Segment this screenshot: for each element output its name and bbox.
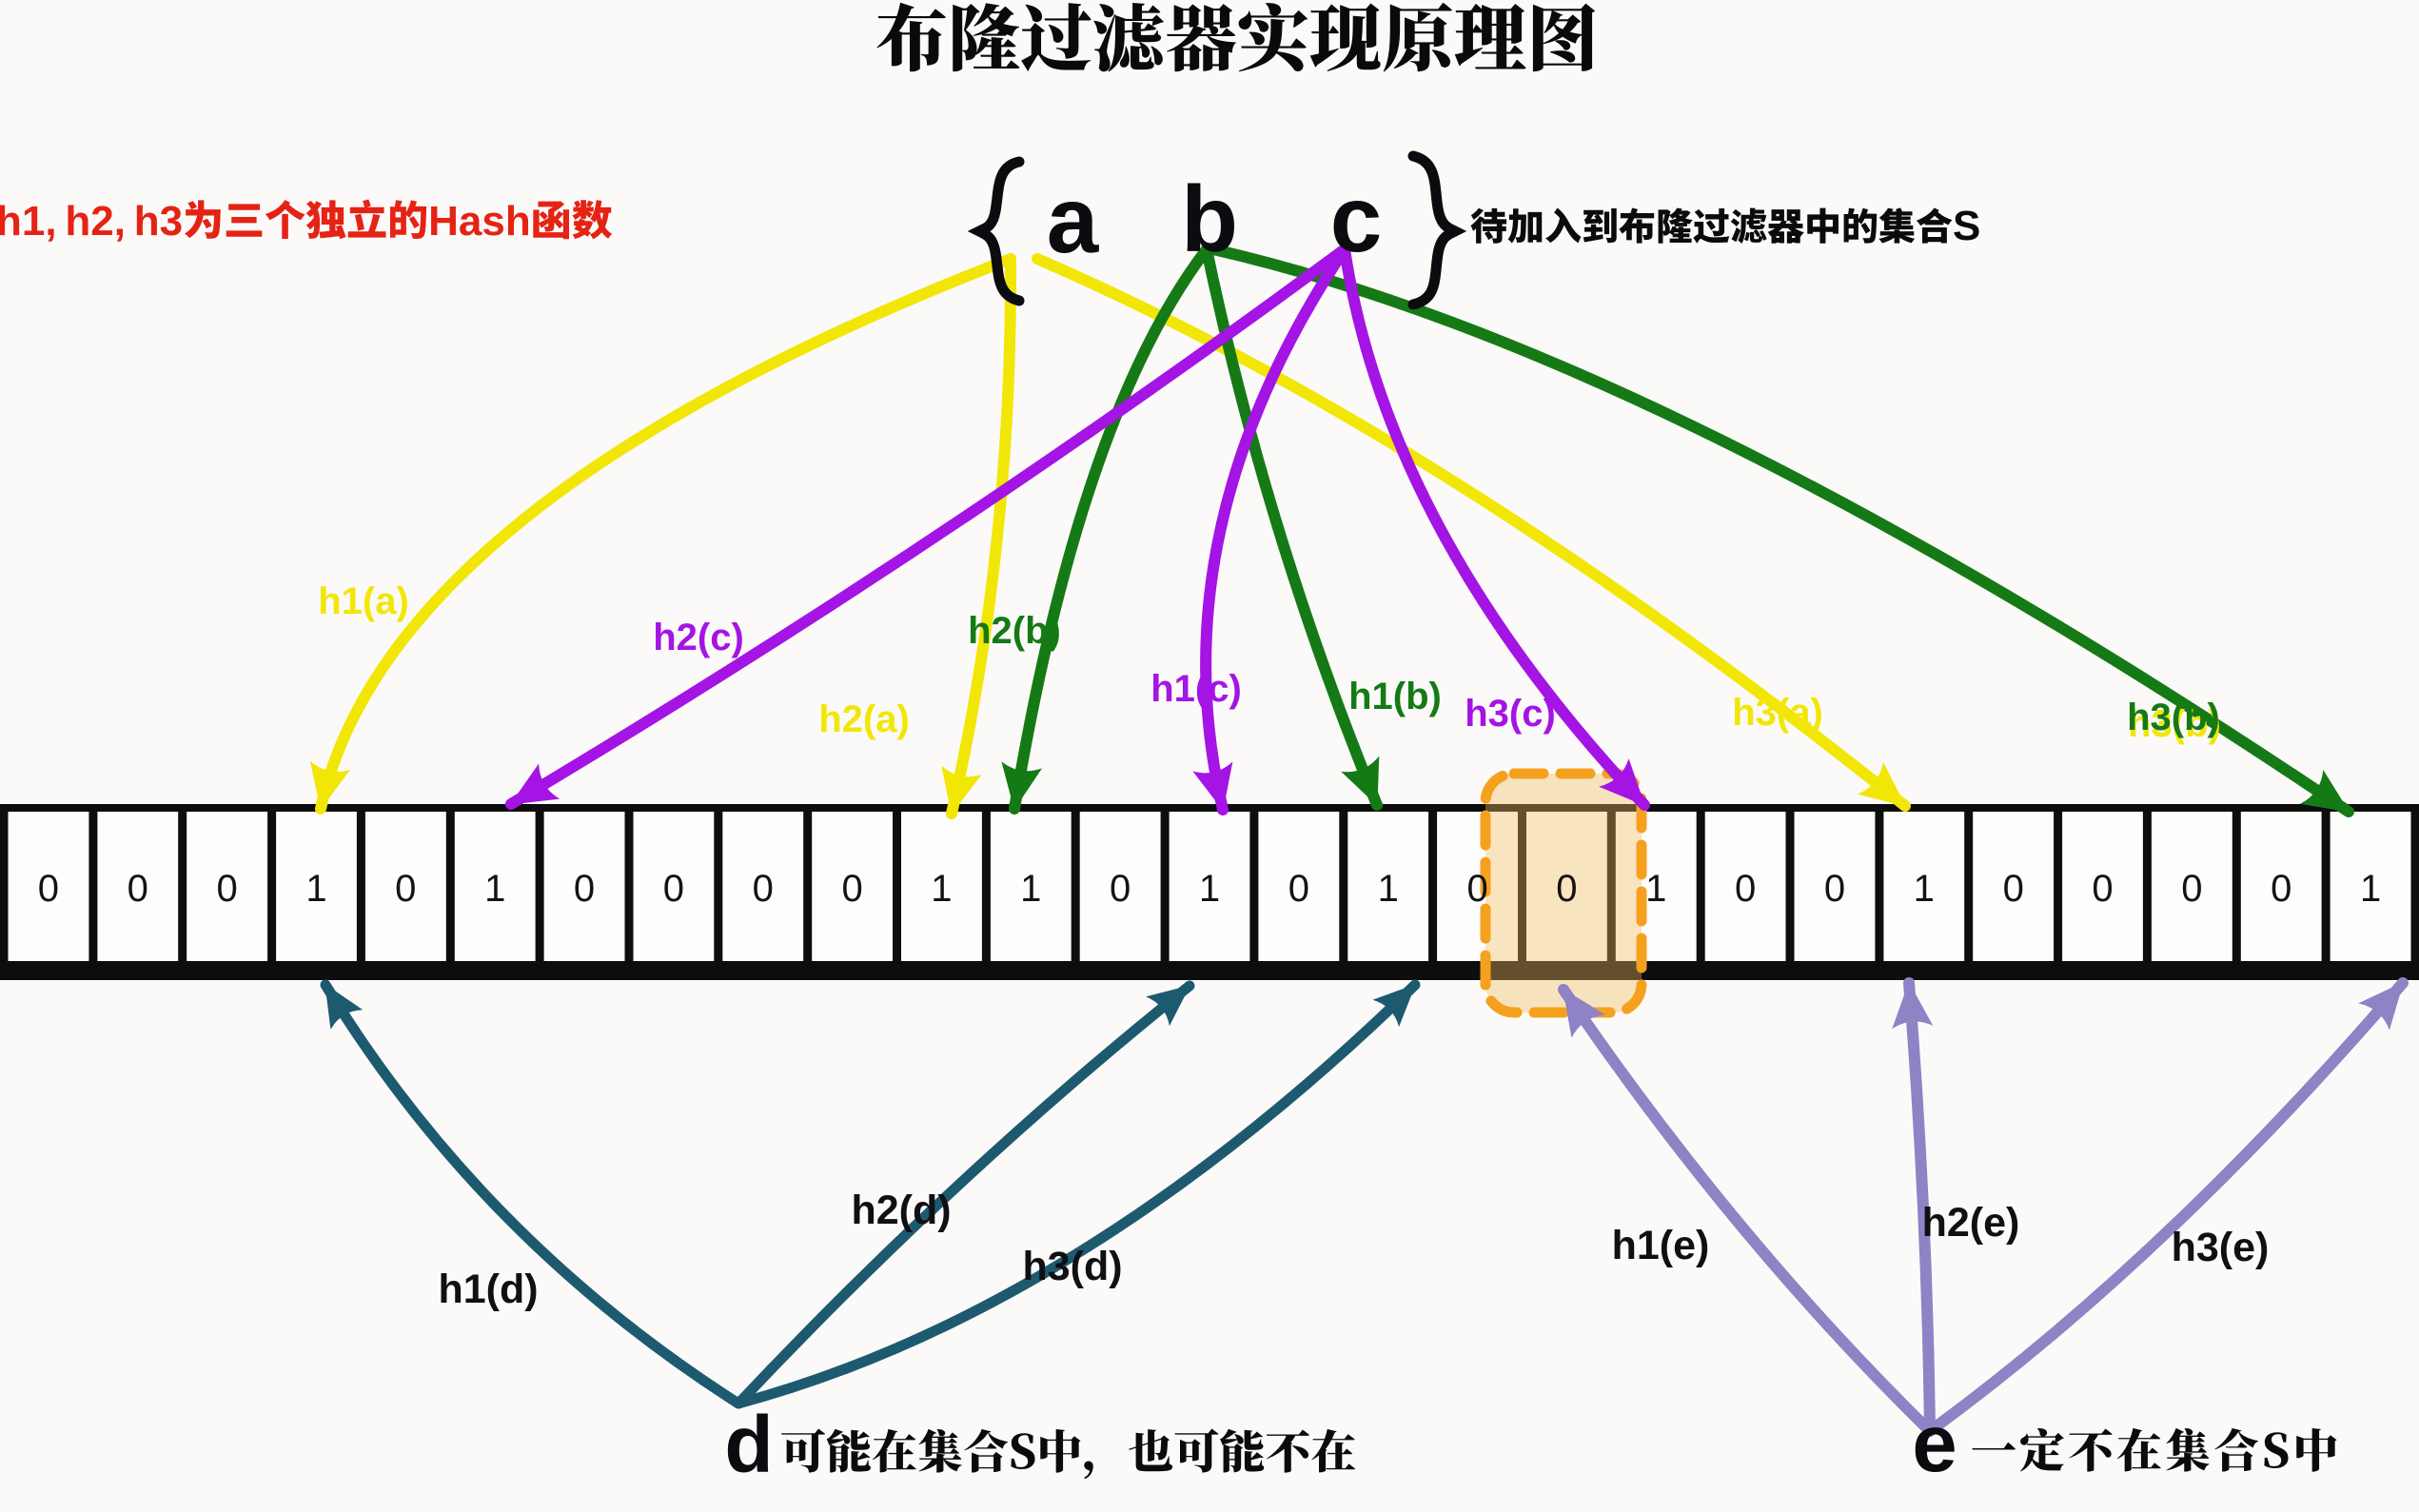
- svg-text:a: a: [1047, 167, 1100, 272]
- svg-text:b: b: [1181, 167, 1238, 271]
- svg-text:h2(d): h2(d): [851, 1188, 951, 1233]
- svg-text:1: 1: [1020, 868, 1041, 910]
- svg-text:1: 1: [931, 868, 952, 910]
- svg-text:h1, h2, h3为三个独立的Hash函数: h1, h2, h3为三个独立的Hash函数: [0, 188, 613, 247]
- svg-text:h1(c): h1(c): [1150, 668, 1242, 710]
- svg-text:h3(a): h3(a): [1732, 692, 1823, 734]
- svg-text:布隆过滤器实现原理图: 布隆过滤器实现原理图: [875, 0, 1599, 86]
- svg-text:1: 1: [2360, 868, 2381, 910]
- svg-text:1: 1: [1378, 868, 1399, 910]
- svg-text:0: 0: [1110, 868, 1131, 910]
- svg-text:0: 0: [841, 868, 862, 910]
- svg-text:h1(d): h1(d): [438, 1267, 538, 1312]
- svg-text:h2(c): h2(c): [653, 617, 744, 658]
- svg-text:0: 0: [574, 868, 595, 910]
- svg-text:h1(b): h1(b): [1348, 676, 1442, 717]
- svg-text:h1(e): h1(e): [1612, 1223, 1710, 1268]
- svg-text:1: 1: [1645, 868, 1666, 910]
- svg-text:0: 0: [2003, 868, 2024, 910]
- svg-text:0: 0: [663, 868, 684, 910]
- svg-text:一定不在集合S中: 一定不在集合S中: [1971, 1415, 2341, 1481]
- svg-text:0: 0: [2181, 868, 2202, 910]
- svg-text:1: 1: [1199, 868, 1220, 910]
- svg-text:0: 0: [1466, 868, 1487, 910]
- svg-text:e: e: [1912, 1399, 1957, 1489]
- svg-text:0: 0: [2271, 868, 2291, 910]
- svg-text:1: 1: [305, 868, 326, 910]
- svg-text:h1(a): h1(a): [318, 580, 409, 622]
- svg-text:待加入到布隆过滤器中的集合S: 待加入到布隆过滤器中的集合S: [1470, 198, 1980, 251]
- svg-text:1: 1: [484, 868, 505, 910]
- svg-text:h3(e): h3(e): [2172, 1225, 2270, 1270]
- svg-text:0: 0: [1824, 868, 1845, 910]
- svg-text:可能在集合S中，也可能不在: 可能在集合S中，也可能不在: [780, 1416, 1356, 1482]
- svg-text:h2(a): h2(a): [818, 698, 910, 740]
- svg-text:h3(d): h3(d): [1022, 1244, 1122, 1289]
- svg-text:d: d: [724, 1400, 773, 1489]
- svg-text:c: c: [1330, 167, 1383, 271]
- svg-text:0: 0: [2092, 868, 2113, 910]
- svg-text:h3(c): h3(c): [1465, 693, 1556, 735]
- svg-text:0: 0: [395, 868, 416, 910]
- svg-text:0: 0: [216, 868, 237, 910]
- svg-text:1: 1: [1914, 868, 1935, 910]
- svg-text:0: 0: [1288, 868, 1309, 910]
- svg-text:0: 0: [38, 868, 59, 910]
- svg-text:h2(b): h2(b): [968, 610, 1061, 652]
- svg-text:0: 0: [753, 868, 774, 910]
- svg-text:h3(b): h3(b): [2127, 697, 2220, 738]
- svg-text:h2(e): h2(e): [1922, 1200, 2020, 1246]
- svg-text:0: 0: [1556, 868, 1577, 910]
- svg-text:0: 0: [128, 868, 148, 910]
- svg-text:0: 0: [1735, 868, 1756, 910]
